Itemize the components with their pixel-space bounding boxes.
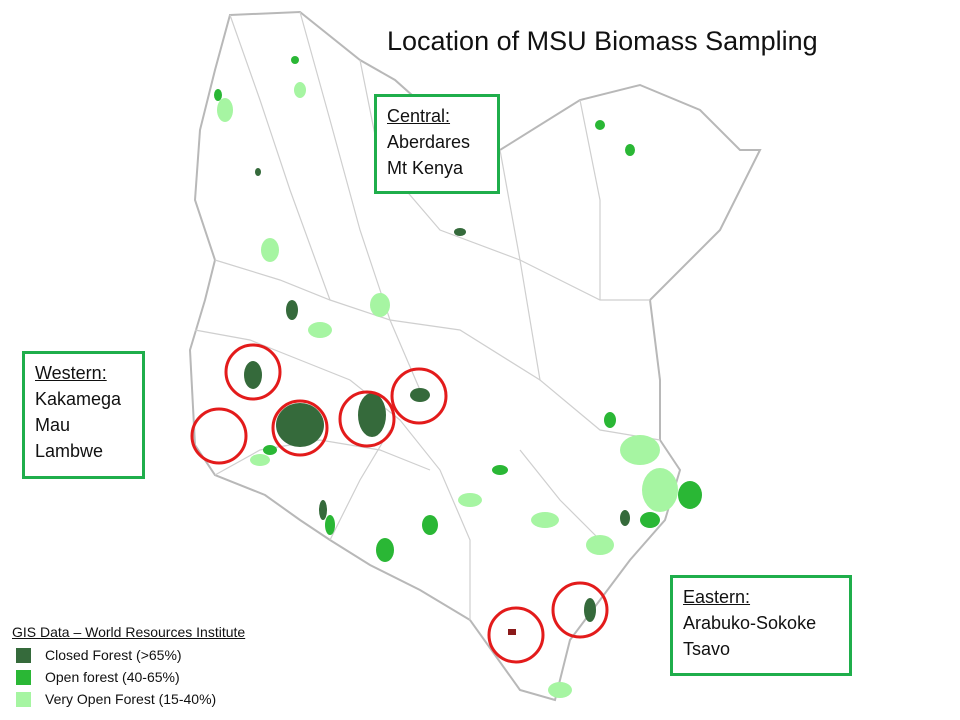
legend-item-very-open-forest: Very Open Forest (15-40%) — [16, 688, 245, 710]
legend: GIS Data – World Resources Institute Clo… — [12, 624, 245, 710]
site-circle-mau — [271, 399, 329, 457]
site-circle-kakamega — [224, 343, 282, 401]
tsavo-highlight — [508, 629, 516, 635]
legend-item-open-forest: Open forest (40-65%) — [16, 666, 245, 688]
very-open-forest-patches — [217, 82, 678, 698]
map-title: Location of MSU Biomass Sampling — [387, 26, 818, 56]
site-circle-arabuko-sokoke — [551, 581, 609, 639]
site-circle-lambwe — [190, 407, 248, 465]
site-label: Arabuko-Sokoke — [683, 613, 817, 633]
sampling-sites — [190, 343, 609, 664]
site-label: Mt Kenya — [387, 158, 464, 178]
region-heading: Eastern: — [683, 587, 751, 607]
site-circle-aberdares — [338, 390, 396, 448]
legend-title: GIS Data – World Resources Institute — [12, 624, 246, 640]
site-circle-mt-kenya — [390, 367, 448, 425]
region-box-eastern: Eastern: Arabuko-Sokoke Tsavo — [670, 575, 852, 676]
site-label: Kakamega — [35, 389, 122, 409]
site-label: Lambwe — [35, 441, 104, 461]
open-forest-patches — [214, 56, 702, 562]
legend-swatch — [16, 669, 31, 685]
site-label: Mau — [35, 415, 71, 435]
region-heading: Central: — [387, 106, 451, 126]
region-heading: Western: — [35, 363, 107, 383]
site-label: Aberdares — [387, 132, 471, 152]
legend-label: Very Open Forest (15-40%) — [45, 691, 217, 707]
legend-label: Open forest (40-65%) — [45, 669, 180, 685]
legend-item-closed-forest: Closed Forest (>65%) — [16, 644, 245, 666]
site-circle-tsavo — [487, 606, 545, 664]
site-label: Tsavo — [683, 639, 731, 659]
region-box-western: Western: Kakamega Mau Lambwe — [22, 351, 145, 479]
closed-forest-patches — [244, 168, 630, 622]
legend-swatch — [16, 647, 31, 663]
legend-label: Closed Forest (>65%) — [45, 647, 182, 663]
region-box-central: Central: Aberdares Mt Kenya — [374, 94, 500, 194]
legend-swatch — [16, 691, 31, 707]
